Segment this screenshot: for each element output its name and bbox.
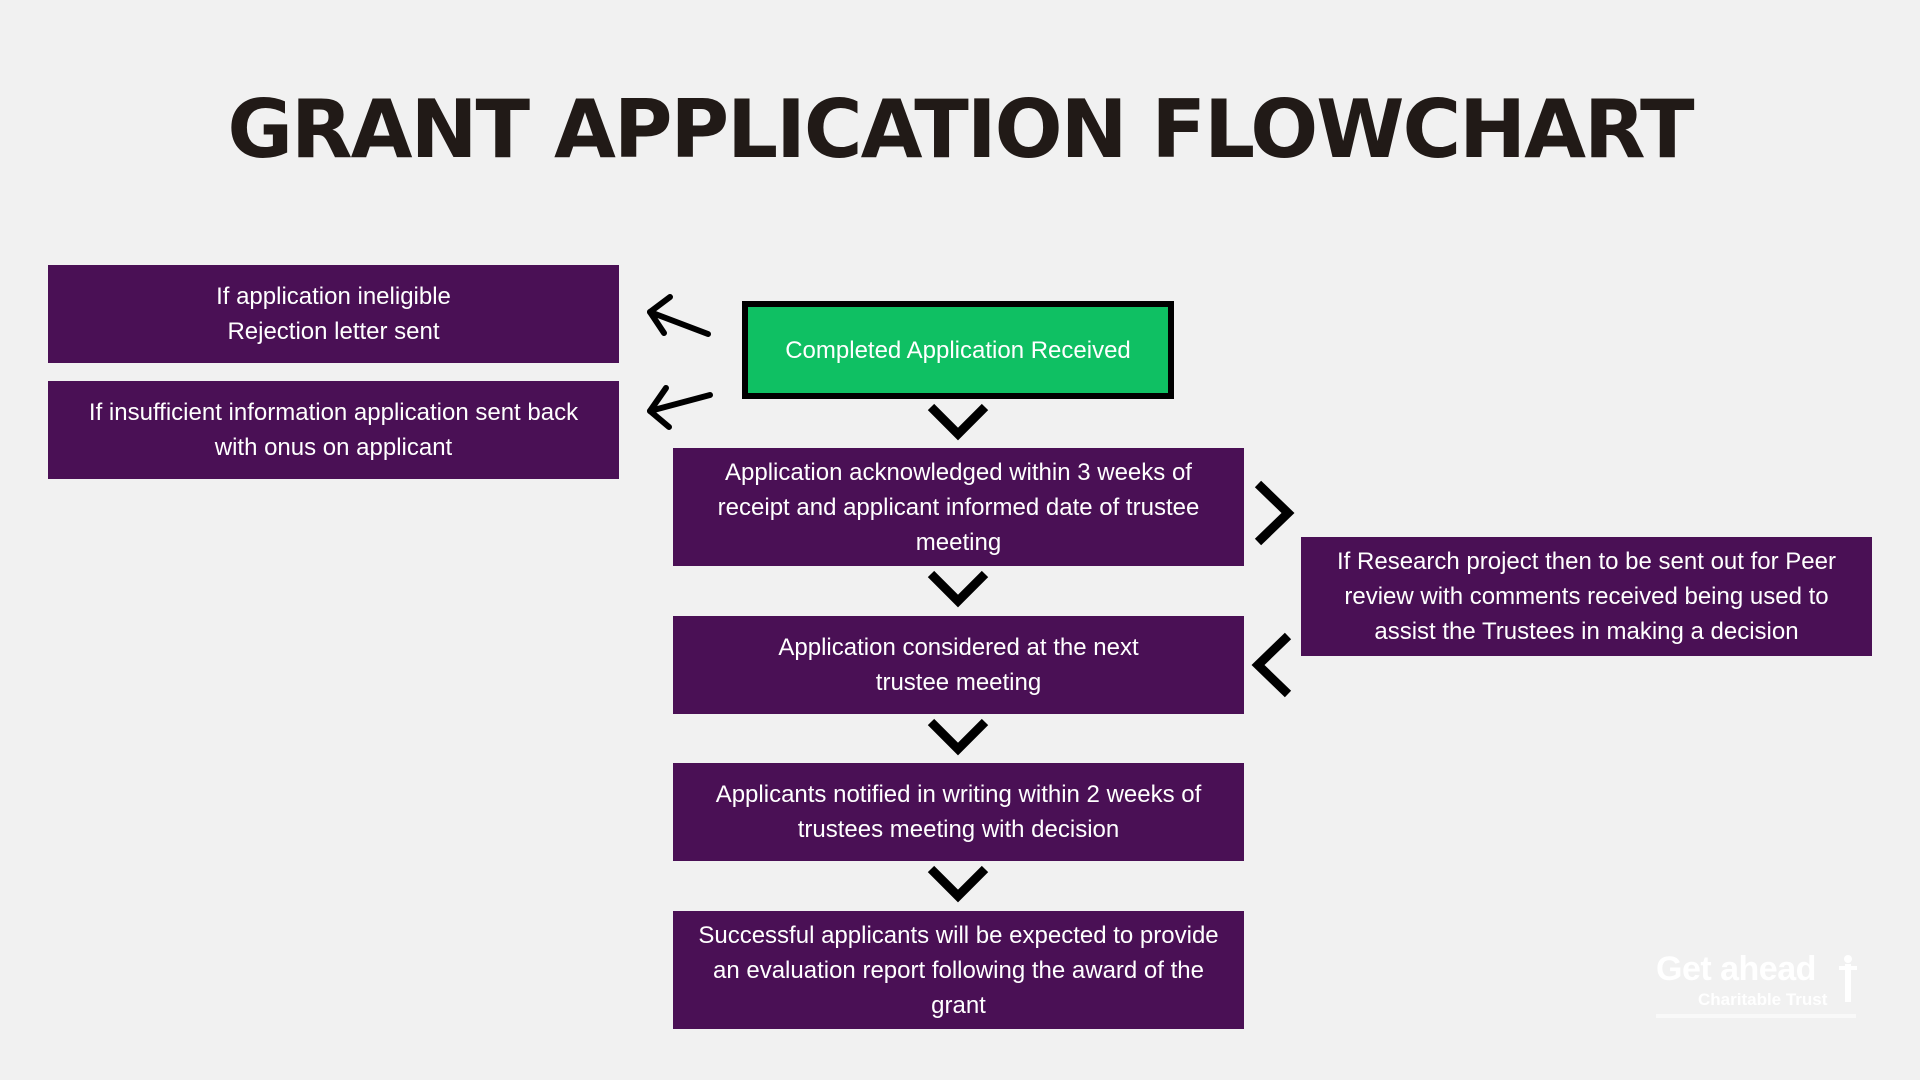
acknowledged-box: Application acknowledged within 3 weeks … [673, 448, 1244, 566]
chevron-left-icon [1251, 632, 1292, 698]
chevron-down-icon [927, 403, 989, 441]
evaluation-text: Successful applicants will be expected t… [698, 921, 1219, 1019]
research-box: If Research project then to be sent out … [1301, 537, 1872, 656]
ineligible-box: If application ineligible Rejection lett… [48, 265, 619, 363]
considered-box: Application considered at the next trust… [673, 616, 1244, 714]
notified-box: Applicants notified in writing within 2 … [673, 763, 1244, 861]
arrow-to-ineligible [647, 294, 711, 337]
considered-text: Application considered at the next trust… [778, 634, 1139, 696]
person-icon [1839, 955, 1857, 1002]
chevron-down-icon [927, 718, 989, 756]
logo-subtitle: Charitable Trust [1698, 990, 1828, 1009]
insufficient-info-box: If insufficient information application … [48, 381, 619, 479]
logo-name: Get ahead [1656, 950, 1816, 988]
start-text: Completed Application Received [785, 336, 1131, 364]
chevron-down-icon [927, 570, 989, 608]
arrow-to-insufficient [647, 385, 713, 430]
page-title: GRANT APPLICATION FLOWCHART [227, 83, 1694, 176]
notified-text: Applicants notified in writing within 2 … [715, 781, 1202, 843]
research-text: If Research project then to be sent out … [1337, 548, 1836, 645]
insufficient-info-text: If insufficient information application … [88, 399, 579, 461]
ineligible-text: If application ineligible Rejection lett… [216, 283, 451, 345]
chevron-right-icon [1254, 480, 1295, 546]
acknowledged-text: Application acknowledged within 3 weeks … [717, 458, 1200, 556]
start-box: Completed Application Received [742, 301, 1174, 399]
get-ahead-logo: Get ahead Charitable Trust [1650, 950, 1870, 1030]
logo-tagline-bar [1656, 1014, 1856, 1018]
evaluation-box: Successful applicants will be expected t… [673, 911, 1244, 1029]
chevron-down-icon [927, 865, 989, 903]
